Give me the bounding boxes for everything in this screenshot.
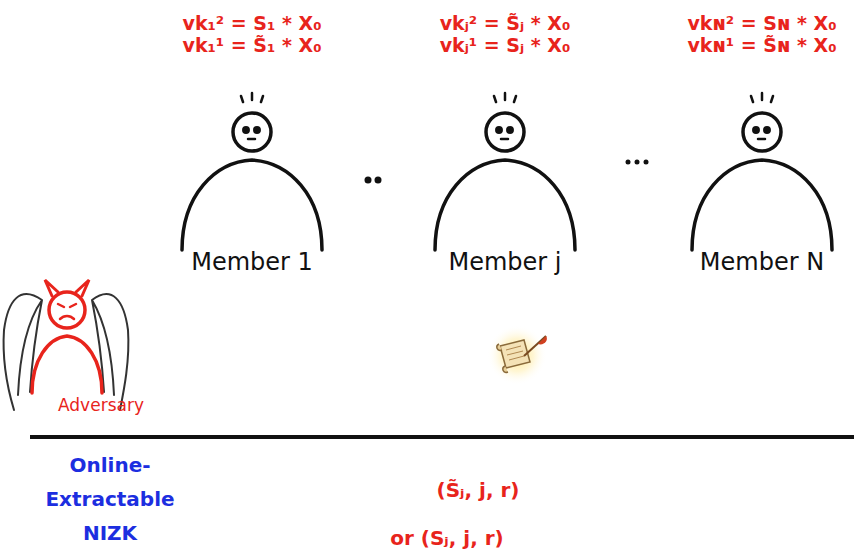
verification-key: vkɴ¹ = S̃ɴ * X₀ — [673, 34, 851, 56]
adversary-label: Adversary — [58, 395, 144, 415]
divider-line — [30, 435, 854, 439]
member-node: vk₁² = S₁ * X₀vk₁¹ = S̃₁ * X₀ Member 1 — [163, 12, 341, 282]
member-label: Member 1 — [163, 248, 341, 276]
verification-key: vkⱼ¹ = Sⱼ * X₀ — [416, 34, 594, 56]
member-node: vkⱼ² = S̃ⱼ * X₀vkⱼ¹ = Sⱼ * X₀ Member j — [416, 12, 594, 282]
member-label: Member j — [416, 248, 594, 276]
proof-tuple: (S̃ⱼ, j, r) — [437, 478, 520, 502]
member-label: Member N — [673, 248, 851, 276]
nizk-label: Online- Extractable NIZK — [45, 448, 174, 550]
member-figure — [435, 93, 575, 250]
member-node: vkɴ² = Sɴ * X₀vkɴ¹ = S̃ɴ * X₀ Member N — [673, 12, 851, 282]
verification-key: vkⱼ² = S̃ⱼ * X₀ — [416, 12, 594, 34]
adversary-node: Adversary — [56, 395, 146, 415]
verification-key: vk₁¹ = S̃₁ * X₀ — [163, 34, 341, 56]
scroll-icon — [487, 325, 547, 385]
member-figure — [182, 93, 322, 250]
ellipsis-dots — [365, 160, 649, 184]
proof-tuple: or (Sⱼ, j, r) — [390, 526, 503, 550]
member-figure — [692, 93, 832, 250]
verification-key: vkɴ² = Sɴ * X₀ — [673, 12, 851, 34]
verification-key: vk₁² = S₁ * X₀ — [163, 12, 341, 34]
devil-figure — [4, 280, 129, 410]
